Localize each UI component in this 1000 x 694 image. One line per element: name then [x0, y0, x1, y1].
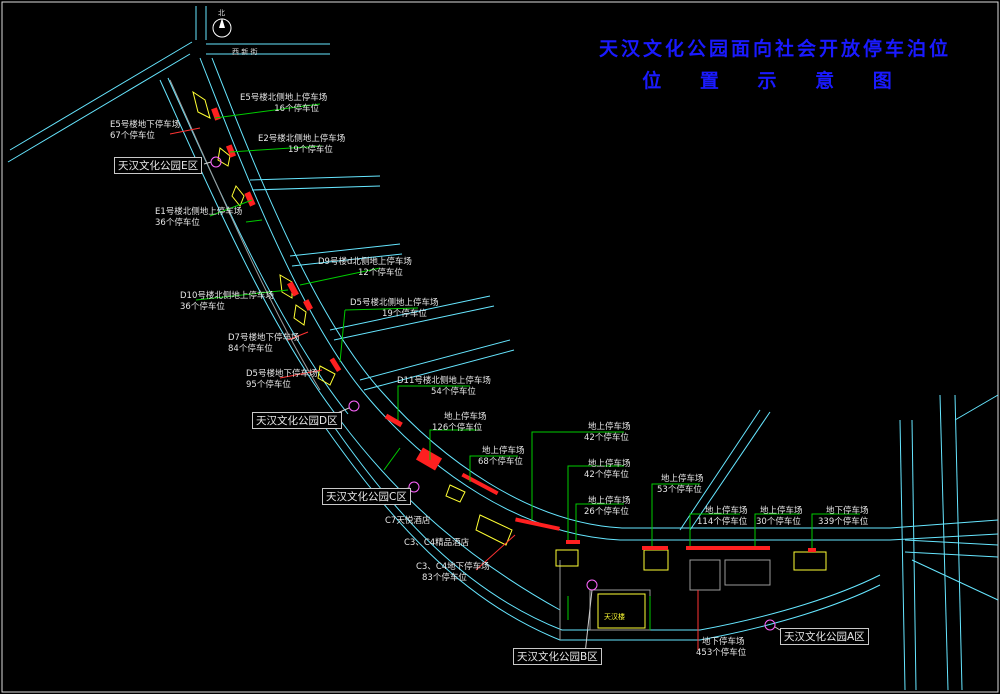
map-subtitle: 位 置 示 意 图 [642, 70, 908, 92]
building-label-c3c4: C3、C4精品酒店 [404, 538, 470, 548]
zone-markers [210, 156, 776, 631]
building-label-museum: 天汉楼 [604, 613, 625, 621]
building-label-c7: C7天悦酒店 [385, 516, 431, 526]
parking-highlights [211, 107, 816, 552]
road-label-xisijie: 西 新 街 [232, 48, 258, 56]
leader-lines [195, 103, 860, 630]
north-label: 北 [218, 9, 225, 17]
buildings [192, 90, 827, 629]
park-outlines [169, 79, 771, 640]
zone-label-b: 天汉文化公园B区 [513, 648, 602, 665]
north-arrow-icon [212, 18, 232, 38]
zone-label-d: 天汉文化公园D区 [252, 412, 342, 429]
map-title: 天汉文化公园面向社会开放停车泊位 [598, 38, 951, 60]
leader-lines-red [169, 127, 699, 650]
zone-label-a: 天汉文化公园A区 [780, 628, 869, 645]
zone-label-c: 天汉文化公园C区 [322, 488, 411, 505]
zone-label-e: 天汉文化公园E区 [114, 157, 203, 174]
